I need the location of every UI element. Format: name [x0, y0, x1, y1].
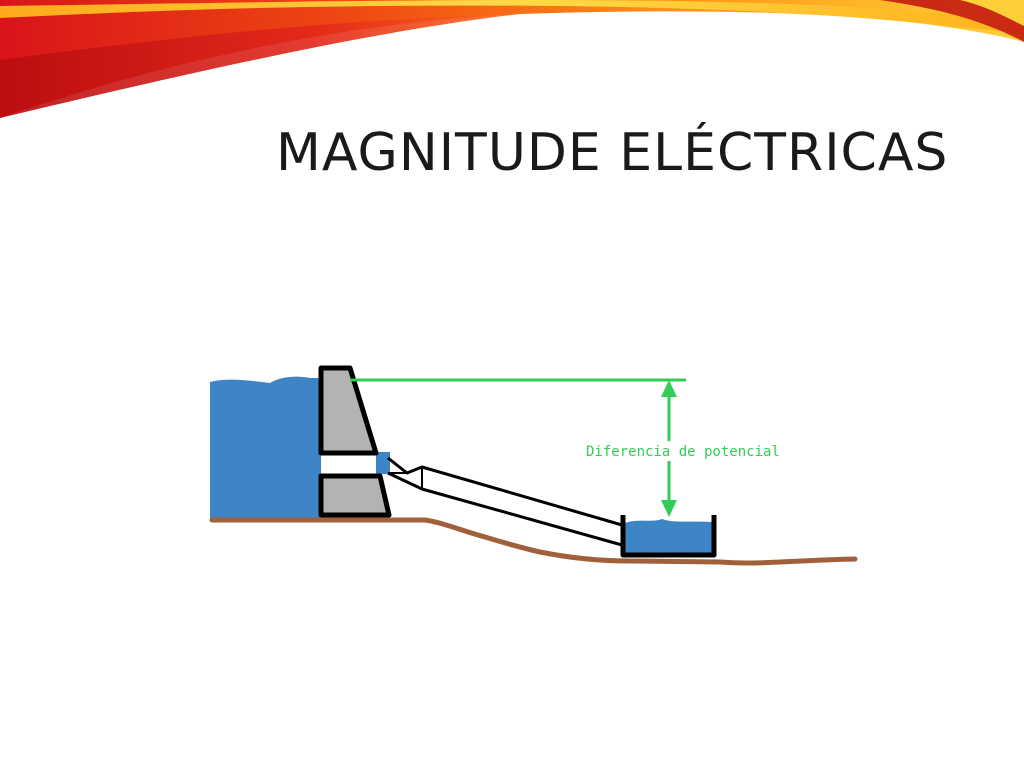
ribbon-band-front	[0, 14, 520, 118]
ground-line	[209, 517, 858, 566]
potential-difference-label: Diferencia de potencial	[586, 444, 780, 460]
dam-lower-block	[318, 473, 392, 518]
reservoir-water	[210, 376, 321, 520]
ribbon-band-right	[880, 0, 1024, 42]
potential-arrow-head-down	[661, 500, 677, 517]
intake-water	[376, 452, 390, 474]
ribbon-band-back	[0, 0, 1024, 118]
label-background	[584, 441, 774, 461]
decorative-ribbon	[0, 0, 1024, 118]
dam-upper-block	[318, 365, 379, 456]
ribbon-band-highlight	[0, 0, 1024, 34]
slide-title: MAGNITUDE ELÉCTRICAS	[276, 123, 949, 183]
penstock-bottom-edge	[387, 471, 623, 547]
penstock-top-edge	[387, 456, 623, 527]
lower-basin-walls	[620, 515, 717, 558]
hydro-potential-diagram: Diferencia de potencial	[209, 365, 858, 566]
lower-basin-water	[625, 519, 712, 555]
potential-arrow-head-up	[661, 380, 677, 397]
ribbon-band-right-glow	[960, 0, 1024, 26]
